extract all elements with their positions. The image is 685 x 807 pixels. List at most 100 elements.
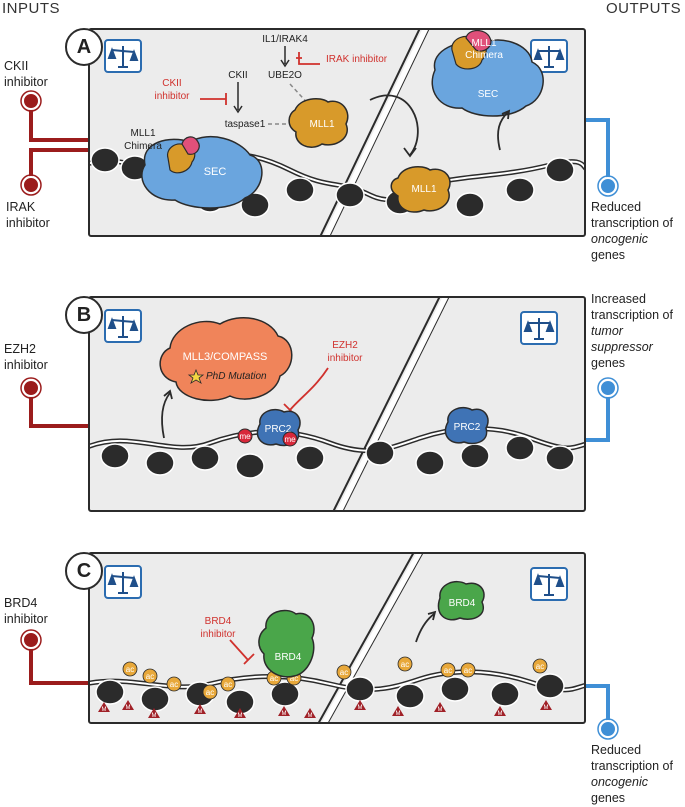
right-chimera-label-1: MLL1: [471, 38, 496, 49]
svg-text:ac: ac: [270, 674, 278, 683]
mll1-center: [288, 97, 349, 148]
irak-input-node: [22, 176, 40, 194]
phd-mutation-label: PhD Mutation: [206, 371, 267, 382]
ezh2-input-connector: [29, 388, 90, 428]
balance-icon-c-right: [530, 567, 568, 601]
panel-b-letter: B: [65, 296, 103, 334]
svg-text:M: M: [238, 713, 243, 719]
brd4-inhibitor-bar: [229, 639, 255, 665]
svg-text:M: M: [358, 705, 363, 711]
ckii-input-connector: [29, 108, 90, 142]
svg-text:ac: ac: [340, 668, 348, 677]
balance-icon-c-left: [104, 565, 142, 599]
svg-text:ac: ac: [536, 662, 544, 671]
compass-label: MLL3/COMPASS: [183, 351, 268, 363]
svg-text:M: M: [282, 711, 287, 717]
chimera-label-left-2: Chimera: [124, 141, 162, 152]
brd4-input-node: [22, 631, 40, 649]
brd4-inhibitor-label-2: inhibitor: [200, 629, 236, 640]
irak-input-connector: [29, 148, 90, 185]
svg-text:ac: ac: [126, 665, 134, 674]
inputs-header: INPUTS: [2, 0, 61, 17]
balance-icon-right: [530, 39, 568, 73]
svg-text:ac: ac: [146, 672, 154, 681]
panel-a-drawing: SEC MLL1 Chimera IL1/IRAK4 UBE2O IRAK in…: [90, 30, 584, 235]
nucleosomes-b: [100, 435, 575, 479]
chimera-fusion-left: [181, 136, 200, 155]
me-mark-2-label: me: [284, 435, 296, 444]
ckii-input-node: [22, 92, 40, 110]
ube2o-label: UBE2O: [268, 70, 302, 81]
svg-text:ac: ac: [401, 660, 409, 669]
svg-text:ac: ac: [224, 680, 232, 689]
svg-text:M: M: [308, 713, 313, 719]
prc2-right-label: PRC2: [454, 422, 481, 433]
methyl-marks: M M M M M M M M M M M M: [98, 700, 552, 719]
mll1-right: [390, 165, 451, 213]
il1-arrow: [280, 46, 290, 68]
ckii-label: CKII: [228, 70, 247, 81]
svg-text:M: M: [126, 705, 131, 711]
panel-b: MLL3/COMPASS PhD Mutation EZH2 inhibitor…: [88, 296, 586, 512]
panel-c-drawing: ac ac ac ac ac ac ac ac ac ac ac ac M M …: [90, 554, 584, 722]
svg-text:M: M: [438, 707, 443, 713]
ckii-inhibitor-label-2: inhibitor: [154, 91, 190, 102]
ezh2-inhibitor-bar: [283, 367, 329, 417]
svg-text:ac: ac: [290, 674, 298, 683]
irak-inhibitor-label: IRAK inhibitor: [326, 54, 388, 65]
svg-text:M: M: [102, 707, 107, 713]
me-mark-1-label: me: [239, 432, 251, 441]
prc2-right: [444, 406, 489, 445]
brd4-left: [258, 609, 315, 678]
ezh2-input-node: [22, 379, 40, 397]
acetyl-marks: ac ac ac ac ac ac ac ac ac ac ac ac: [122, 656, 548, 700]
brd4-inhibitor-label-1: BRD4: [205, 616, 232, 627]
svg-text:M: M: [498, 711, 503, 717]
right-chimera-label-2: Chimera: [465, 50, 503, 61]
il1-irak4-label: IL1/IRAK4: [262, 34, 308, 45]
panel-a-output-connector: [584, 118, 610, 180]
balance-icon-b-right: [520, 311, 558, 345]
brd4-input-connector: [29, 640, 90, 685]
panel-c-output-node: [599, 720, 617, 738]
svg-text:M: M: [544, 705, 549, 711]
taspase1-label: taspase1: [225, 119, 266, 130]
sec-label-left: SEC: [204, 166, 227, 178]
panel-a-letter: A: [65, 28, 103, 66]
panel-b-output-node: [599, 379, 617, 397]
mll1-right-label: MLL1: [411, 184, 436, 195]
panel-b-drawing: MLL3/COMPASS PhD Mutation EZH2 inhibitor…: [90, 298, 584, 510]
panel-c-letter: C: [65, 552, 103, 590]
balance-icon-left: [104, 39, 142, 73]
ckii-arrow: [233, 82, 243, 114]
svg-text:M: M: [396, 711, 401, 717]
me-mark-1: [237, 428, 253, 444]
panel-c-output-connector: [584, 684, 610, 724]
ckii-inhibitor-label-1: CKII: [162, 78, 181, 89]
ckii-inhibitor-bar: [200, 93, 227, 105]
svg-text:ac: ac: [206, 688, 214, 697]
phd-mutation-star-icon: [187, 368, 205, 384]
mll1-center-label: MLL1: [309, 119, 334, 130]
svg-text:ac: ac: [464, 666, 472, 675]
sec-label-right: SEC: [478, 89, 499, 100]
outputs-header: OUTPUTS: [606, 0, 682, 17]
svg-text:M: M: [198, 709, 203, 715]
panel-b-output-connector: [584, 394, 610, 442]
svg-text:ac: ac: [444, 666, 452, 675]
brd4-right-label: BRD4: [449, 598, 476, 609]
chimera-label-left-1: MLL1: [130, 128, 155, 139]
irak-inhibitor-bar: [296, 52, 320, 65]
brd4-left-label: BRD4: [275, 652, 302, 663]
ezh2-inhibitor-label-2: inhibitor: [327, 353, 363, 364]
prc2-left-label: PRC2: [265, 424, 292, 435]
brd4-right: [437, 580, 485, 621]
ezh2-inhibitor-label-1: EZH2: [332, 340, 358, 351]
